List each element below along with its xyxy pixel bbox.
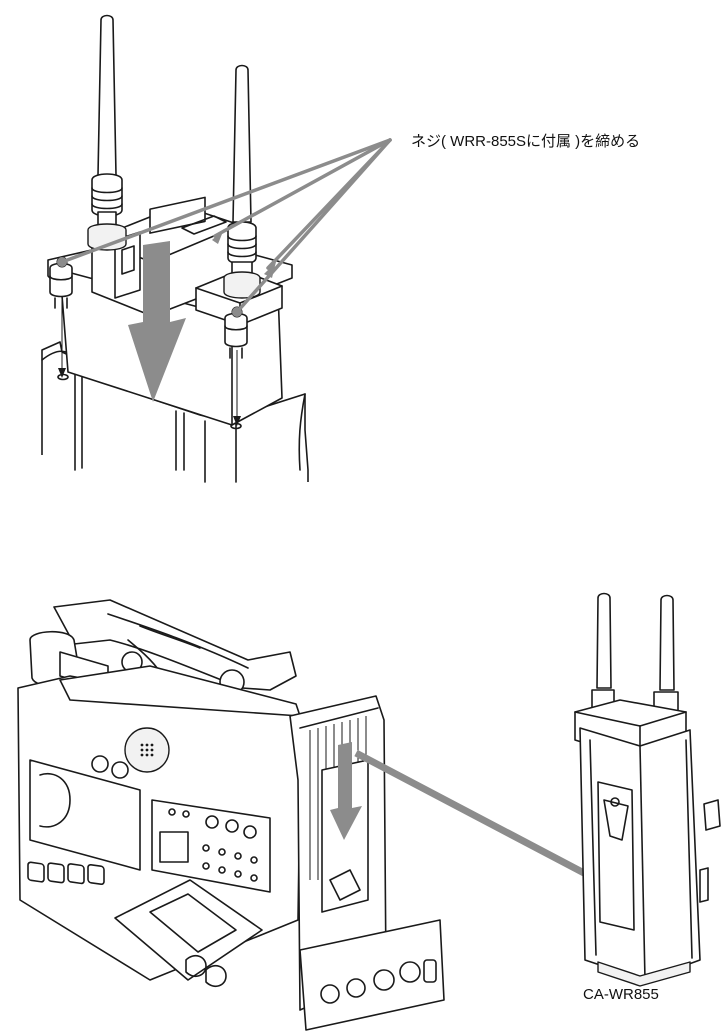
panel-jacks: [159, 808, 258, 882]
ca-wr855-adaptor: [574, 592, 721, 987]
camcorder-illustration: [17, 599, 445, 1031]
right-antenna: [223, 64, 261, 299]
receiver-mounting-illustration: [41, 14, 392, 483]
front-buttons: [27, 861, 105, 886]
camera-insert-arrow: [330, 742, 362, 840]
screw-instruction-label: ネジ( WRR-855Sに付属 )を締める: [411, 133, 641, 150]
adaptor-body-top: [41, 341, 309, 483]
rear-connectors: [320, 959, 437, 1004]
screw-leader-lines: [57, 138, 392, 317]
speaker-holes: [140, 743, 154, 757]
left-antenna: [87, 14, 127, 251]
adaptor-model-label: CA-WR855: [583, 986, 659, 1003]
mount-down-arrow: [128, 241, 186, 402]
screw-insert-arrows: [58, 300, 241, 426]
